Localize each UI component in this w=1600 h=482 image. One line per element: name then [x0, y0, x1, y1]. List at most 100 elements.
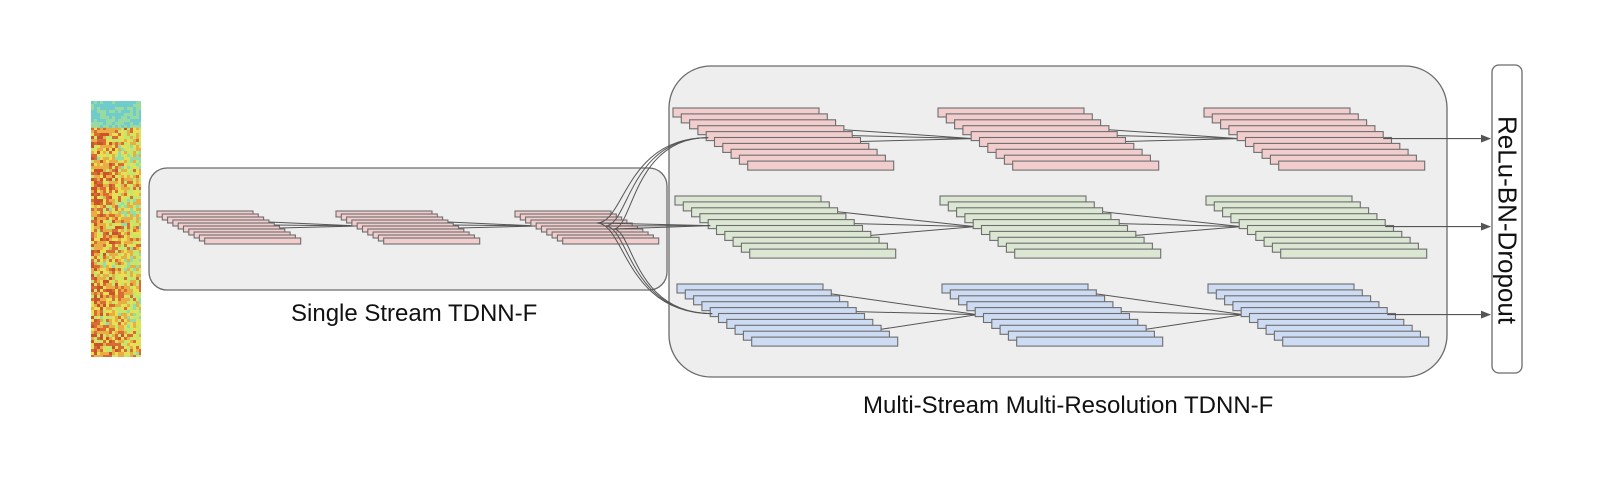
spectrogram-cell	[94, 271, 97, 274]
connection-line	[274, 224, 360, 227]
spectrogram-cell	[136, 259, 139, 262]
spectrogram-cell	[118, 289, 121, 292]
spectrogram-cell	[91, 343, 94, 346]
spectrogram-cell	[106, 253, 109, 256]
spectrogram-cell	[97, 139, 100, 142]
spectrogram-cell	[139, 223, 141, 226]
spectrogram-cell	[91, 175, 94, 178]
spectrogram-cell	[124, 343, 127, 346]
connection-line	[1108, 129, 1240, 140]
spectrogram-cell	[124, 337, 127, 340]
spectrogram-cell	[112, 172, 115, 175]
spectrogram-cell	[106, 119, 109, 122]
spectrogram-cell	[118, 125, 121, 128]
spectrogram-cell	[118, 139, 121, 142]
spectrogram-cell	[112, 175, 115, 178]
spectrogram-cell	[97, 127, 100, 130]
spectrogram-cell	[112, 122, 115, 125]
spectrogram-cell	[112, 113, 115, 116]
spectrogram-cell	[103, 133, 106, 136]
spectrogram-cell	[97, 145, 100, 148]
stream-2-layer-1	[674, 195, 897, 259]
spectrogram-cell	[94, 122, 97, 125]
spectrogram-cell	[130, 148, 133, 151]
spectrogram-cell	[100, 289, 103, 292]
spectrogram-cell	[100, 211, 103, 214]
spectrogram-cell	[112, 319, 115, 322]
spectrogram-cell	[124, 289, 127, 292]
frame-bar	[751, 336, 899, 347]
spectrogram-cell	[130, 178, 133, 181]
spectrogram-cell	[121, 133, 124, 136]
spectrogram-cell	[106, 169, 109, 172]
spectrogram-cell	[103, 142, 106, 145]
spectrogram-cell	[136, 343, 139, 346]
spectrogram-cell	[130, 283, 133, 286]
spectrogram-cell	[115, 148, 118, 151]
spectrogram-cell	[94, 163, 97, 166]
spectrogram-cell	[118, 301, 121, 304]
spectrogram-cell	[91, 250, 94, 253]
relu-bn-dropout-block	[1491, 64, 1523, 374]
spectrogram-cell	[139, 256, 141, 259]
spectrogram-cell	[91, 205, 94, 208]
spectrogram-cell	[91, 119, 94, 122]
spectrogram-cell	[112, 259, 115, 262]
spectrogram-cell	[109, 125, 112, 128]
spectrogram-cell	[97, 244, 100, 247]
spectrogram-cell	[100, 101, 103, 104]
spectrogram-cell	[121, 304, 124, 307]
spectrogram-cell	[100, 316, 103, 319]
spectrogram-cell	[94, 125, 97, 128]
spectrogram-cell	[91, 187, 94, 190]
spectrogram-cell	[118, 247, 121, 250]
frame-bar	[1278, 160, 1426, 171]
spectrogram-cell	[91, 122, 94, 125]
spectrogram-cell	[115, 101, 118, 104]
spectrogram-cell	[115, 202, 118, 205]
spectrogram-cell	[121, 250, 124, 253]
spectrogram-cell	[91, 101, 94, 104]
spectrogram-cell	[97, 337, 100, 340]
spectrogram-cell	[100, 328, 103, 331]
spectrogram-cell	[100, 310, 103, 313]
spectrogram-cell	[94, 310, 97, 313]
spectrogram-cell	[115, 349, 118, 352]
spectrogram-cell	[94, 214, 97, 217]
spectrogram-cell	[130, 175, 133, 178]
spectrogram-cell	[97, 113, 100, 116]
spectrogram-cell	[130, 220, 133, 223]
spectrogram-cell	[118, 119, 121, 122]
spectrogram-cell	[121, 172, 124, 175]
spectrogram-cell	[106, 226, 109, 229]
spectrogram-cell	[121, 116, 124, 119]
spectrogram-cell	[100, 199, 103, 202]
spectrogram-cell	[133, 119, 136, 122]
spectrogram-cell	[130, 160, 133, 163]
spectrogram-cell	[109, 133, 112, 136]
spectrogram-cell	[124, 133, 127, 136]
frame-bar	[747, 160, 895, 171]
spectrogram-cell	[118, 163, 121, 166]
spectrogram-cell	[100, 139, 103, 142]
spectrogram-cell	[106, 250, 109, 253]
spectrogram-cell	[115, 313, 118, 316]
spectrogram-cell	[94, 256, 97, 259]
spectrogram-cell	[121, 325, 124, 328]
spectrogram-cell	[130, 232, 133, 235]
spectrogram-cell	[112, 133, 115, 136]
spectrogram-cell	[112, 337, 115, 340]
spectrogram-cell	[139, 160, 141, 163]
spectrogram-cell	[103, 154, 106, 157]
spectrogram-cell	[91, 265, 94, 268]
spectrogram-cell	[136, 229, 139, 232]
spectrogram-cell	[133, 337, 136, 340]
spectrogram-cell	[139, 107, 141, 110]
spectrogram-cell	[115, 286, 118, 289]
spectrogram-cell	[109, 151, 112, 154]
spectrogram-cell	[127, 116, 130, 119]
spectrogram-cell	[118, 104, 121, 107]
spectrogram-cell	[130, 151, 133, 154]
spectrogram-cell	[124, 340, 127, 343]
spectrogram-cell	[133, 130, 136, 133]
